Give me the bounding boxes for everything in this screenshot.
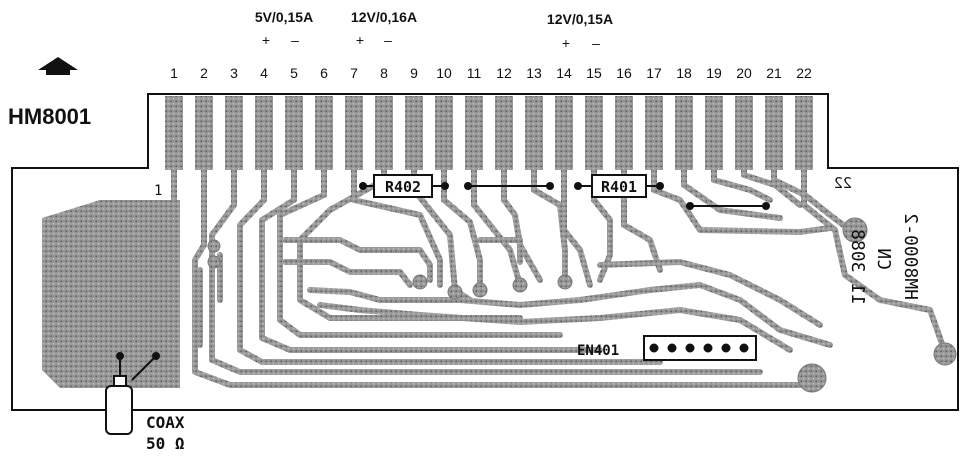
pin-number: 18 (676, 65, 692, 81)
supply-label-12v-016: 12V/0,16A (351, 9, 417, 25)
mirrored-board-code: HM8000-2 (900, 213, 921, 300)
polarity-minus-12v-a: – (384, 32, 392, 48)
board-outline (11, 93, 959, 411)
connector-finger (735, 96, 753, 170)
connector-finger (705, 96, 723, 170)
copper-traces (115, 165, 948, 388)
en401-pin (703, 343, 713, 353)
connector-finger (585, 96, 603, 170)
connector-finger (795, 96, 813, 170)
polarity-plus-5v: + (262, 32, 270, 48)
polarity-minus-12v-b: – (592, 35, 600, 51)
pin-number: 11 (467, 65, 482, 81)
connector-finger (525, 96, 543, 170)
pin-number: 8 (380, 65, 388, 81)
connector-finger (345, 96, 363, 170)
mirror-pin-group: 22 (834, 174, 852, 192)
connector-finger (435, 96, 453, 170)
en401-pin (649, 343, 659, 353)
mirror-cn-group: CN (873, 248, 894, 270)
coax-connector: COAX 50 Ω (105, 352, 185, 453)
pin-number: 21 (766, 65, 782, 81)
pin-number: 14 (556, 65, 572, 81)
polarity-plus-12v-a: + (356, 32, 364, 48)
component-r402: R402 (359, 174, 449, 198)
mirror-date: 11 3088 (847, 229, 868, 305)
connector-finger (615, 96, 633, 170)
polarity-minus-5v: – (291, 32, 299, 48)
en401-pin (739, 343, 749, 353)
connector-finger (255, 96, 273, 170)
r401-label: R401 (601, 178, 637, 196)
mirror-code: HM8000-2 (900, 213, 921, 300)
connector-finger (555, 96, 573, 170)
board-model: HM8001 (8, 104, 91, 129)
copper-pads (207, 217, 957, 393)
component-r401: R401 (574, 174, 664, 198)
en401-label: EN401 (577, 343, 619, 359)
en401-pin (667, 343, 677, 353)
mirror-cn: CN (873, 248, 894, 270)
en401-pin (685, 343, 695, 353)
pin-number: 5 (290, 65, 298, 81)
pin-number: 1 (170, 65, 178, 81)
pin-number: 13 (526, 65, 542, 81)
orientation-arrow-icon (38, 57, 78, 75)
connector-finger (645, 96, 663, 170)
pin-number: 22 (796, 65, 812, 81)
pin-number: 12 (496, 65, 512, 81)
edge-connector-fingers (165, 96, 813, 170)
mirror-pin-22: 22 (834, 174, 852, 192)
wire-bridge-2 (686, 202, 770, 210)
coax-label: COAX (146, 413, 185, 432)
connector-finger (165, 96, 183, 170)
pin-number: 10 (436, 65, 452, 81)
ground-plane (42, 200, 180, 388)
board-pin1-mark: 1 (154, 183, 162, 199)
connector-finger (495, 96, 513, 170)
pin-number: 7 (350, 65, 358, 81)
polarity-plus-12v-b: + (562, 35, 570, 51)
connector-finger (225, 96, 243, 170)
wire-bridge-1 (464, 182, 554, 190)
pin-number: 17 (646, 65, 662, 81)
coax-impedance: 50 Ω (146, 434, 185, 453)
pin-number: 15 (586, 65, 602, 81)
connector-finger (195, 96, 213, 170)
pin-number: 3 (230, 65, 238, 81)
connector-finger (405, 96, 423, 170)
connector-finger (465, 96, 483, 170)
pin-number: 2 (200, 65, 208, 81)
supply-label-5v: 5V/0,15A (255, 9, 313, 25)
supply-label-12v-015: 12V/0,15A (547, 11, 613, 27)
pin-number: 20 (736, 65, 752, 81)
pin-number: 16 (616, 65, 632, 81)
en401-pin (721, 343, 731, 353)
mirror-date-group: 11 3088 (847, 229, 868, 305)
r402-label: R402 (385, 178, 421, 196)
connector-finger (675, 96, 693, 170)
connector-finger (315, 96, 333, 170)
pin-number: 9 (410, 65, 418, 81)
pin-number: 6 (320, 65, 328, 81)
pin-number: 19 (706, 65, 722, 81)
connector-finger (285, 96, 303, 170)
connector-finger (375, 96, 393, 170)
connector-en401: EN401 (577, 335, 757, 361)
connector-finger (765, 96, 783, 170)
pin-number: 4 (260, 65, 268, 81)
